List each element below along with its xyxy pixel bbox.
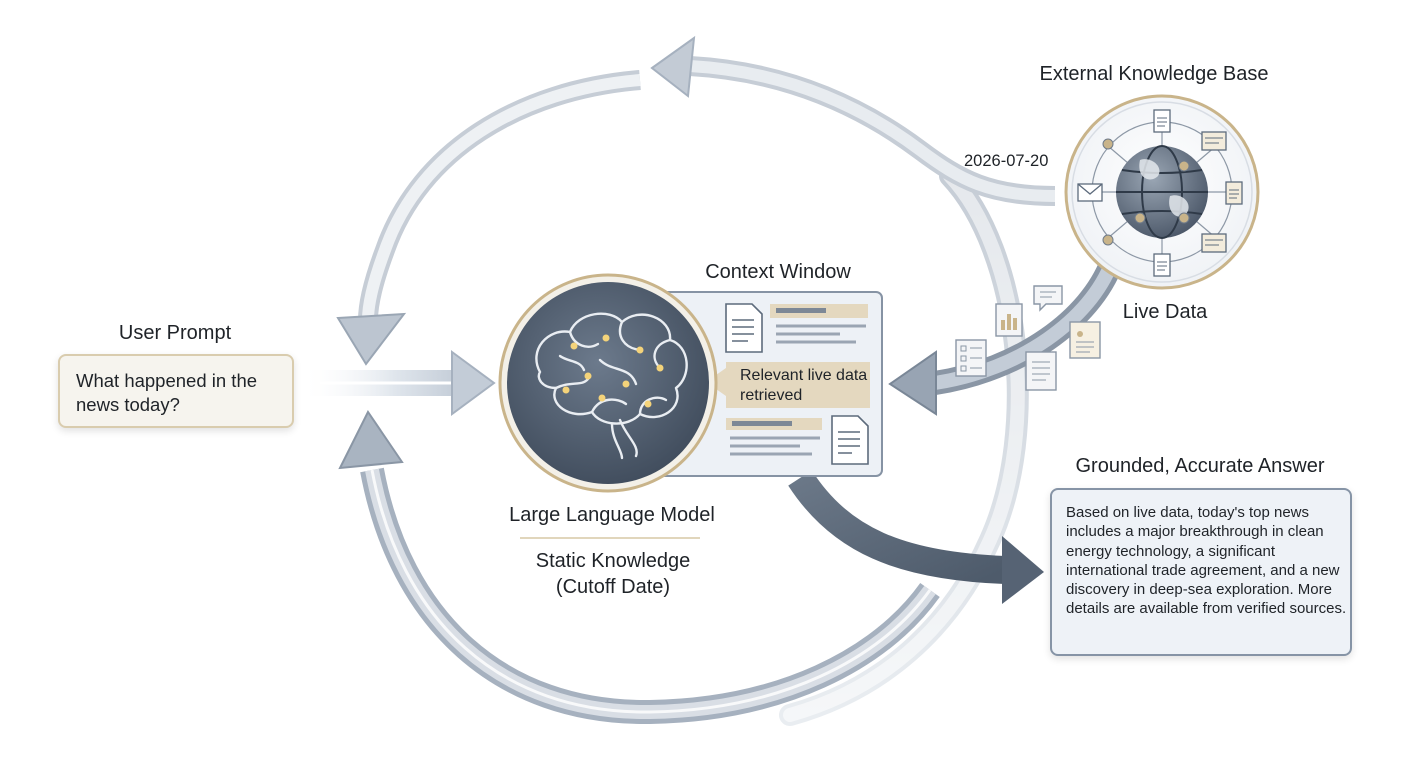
- document-icon: [725, 303, 763, 353]
- document-icon: [1025, 351, 1057, 391]
- context-to-answer-arrow: [788, 470, 1044, 604]
- checklist-icon: [955, 339, 987, 377]
- grounded-answer-label: Grounded, Accurate Answer: [1075, 455, 1325, 477]
- document-icon: [1069, 321, 1101, 359]
- answer-box: Based on live data, today's top news inc…: [1050, 488, 1352, 656]
- floating-data-icons: [955, 285, 1101, 391]
- document-icon: [1153, 109, 1171, 133]
- llm-brain-circle: [498, 273, 718, 493]
- top-return-arrow: [650, 35, 1056, 206]
- answer-text: Based on live data, today's top news inc…: [1066, 504, 1347, 618]
- external-kb-label: External Knowledge Base: [1039, 63, 1269, 85]
- retrieved-data-label: Relevant live data retrieved: [740, 367, 868, 404]
- envelope-icon: [1077, 183, 1103, 202]
- knowledge-base-globe: [1064, 94, 1260, 290]
- brain-icon: [535, 312, 688, 460]
- user-prompt-text: What happened in the news today?: [76, 370, 258, 415]
- chart-icon: [995, 303, 1023, 337]
- static-knowledge-label: Static Knowledge (Cutoff Date): [535, 550, 691, 598]
- upper-left-arrow: [336, 70, 641, 366]
- document-icon: [1153, 253, 1171, 277]
- right-cycle-arc: [779, 165, 1029, 726]
- llm-label: Large Language Model: [509, 504, 715, 526]
- live-data-label: Live Data: [1122, 301, 1208, 323]
- prompt-to-llm-arrow: [300, 350, 496, 416]
- context-window-label: Context Window: [705, 261, 851, 283]
- globe-icon: [1116, 145, 1208, 239]
- document-icon: [831, 415, 869, 465]
- chat-bubble-icon: [1033, 285, 1063, 312]
- bottom-cycle-arrow: [338, 410, 940, 725]
- document-icon: [1225, 181, 1243, 205]
- date-label: 2026-07-20: [964, 152, 1049, 170]
- neural-nodes: [562, 334, 664, 408]
- user-prompt-label: User Prompt: [118, 322, 232, 344]
- user-prompt-box: What happened in the news today?: [58, 354, 294, 428]
- browser-window-icon: [1201, 131, 1227, 151]
- browser-window-icon: [1201, 233, 1227, 253]
